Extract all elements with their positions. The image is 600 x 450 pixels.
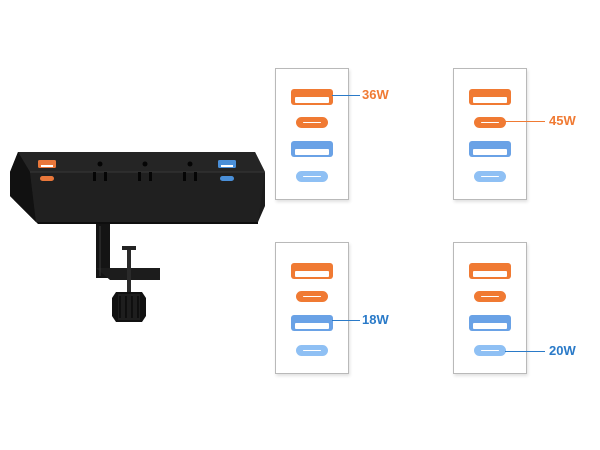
usb-c-orange-port — [296, 291, 328, 302]
callout-leader-45w — [505, 121, 545, 122]
usb-c-orange-port — [474, 291, 506, 302]
port-panel-usba-blue — [275, 242, 349, 374]
usb-a-orange-port — [469, 89, 511, 105]
usb-a-blue-port — [291, 315, 333, 331]
usb-a-blue-port — [469, 315, 511, 331]
power-strip-illustration — [10, 152, 265, 322]
callout-36w-label: 36W — [362, 87, 389, 102]
callout-18w-label: 18W — [362, 312, 389, 327]
usb-a-orange-port — [291, 263, 333, 279]
usb-a-orange-port — [291, 89, 333, 105]
usb-c-blue-port — [474, 345, 506, 356]
usb-c-orange-port — [296, 117, 328, 128]
usb-a-blue-port — [469, 141, 511, 157]
port-panel-usba-orange — [275, 68, 349, 200]
callout-45w-label: 45W — [549, 113, 576, 128]
callout-leader-20w — [505, 351, 545, 352]
callout-leader-36w — [332, 95, 360, 96]
usb-c-orange-port — [474, 117, 506, 128]
usb-a-blue-port — [291, 141, 333, 157]
port-panel-usbc-blue — [453, 242, 527, 374]
port-panel-usbc-orange — [453, 68, 527, 200]
usb-c-blue-port — [296, 345, 328, 356]
usb-c-blue-port — [296, 171, 328, 182]
callout-20w-label: 20W — [549, 343, 576, 358]
usb-c-blue-port — [474, 171, 506, 182]
usb-a-orange-port — [469, 263, 511, 279]
callout-leader-18w — [332, 320, 360, 321]
